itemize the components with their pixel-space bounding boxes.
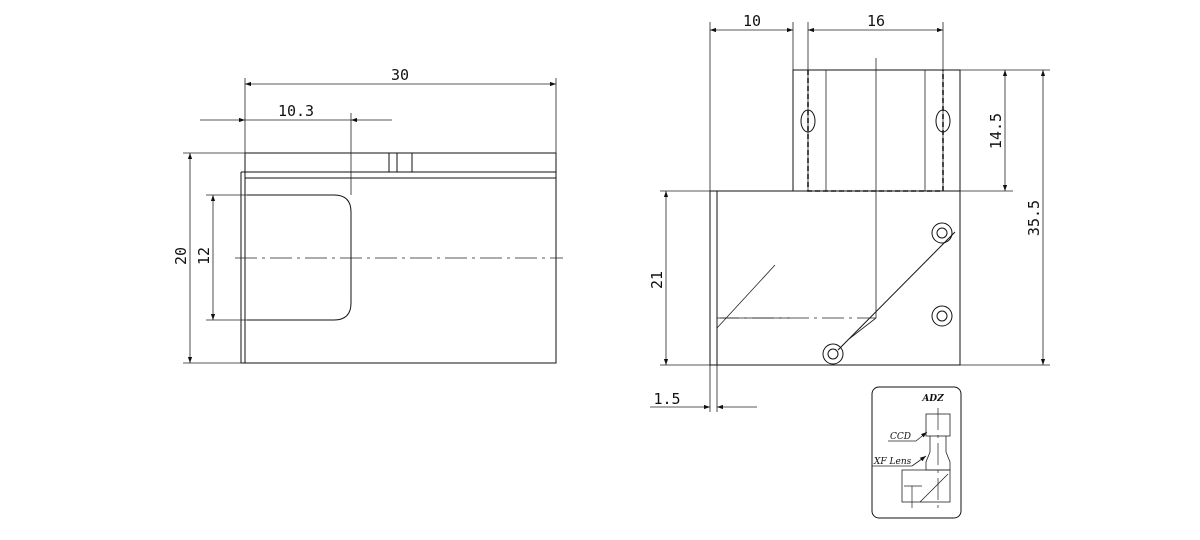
inset-frame xyxy=(871,386,962,519)
lens-label: XF Lens xyxy=(873,457,912,467)
side-view: 30 10.3 20 12 xyxy=(172,66,563,364)
upper-block xyxy=(792,69,961,192)
dim-10-3: 10.3 xyxy=(278,102,314,120)
front-view: 10 16 14.5 35.5 21 1.5 xyxy=(648,12,1050,412)
dim-10: 10 xyxy=(743,12,761,30)
upper-right-slot xyxy=(935,109,951,133)
dim-16: 16 xyxy=(867,12,885,30)
prism-block xyxy=(901,469,951,503)
optical-path-inset: ADZ CCD XF Lens xyxy=(871,386,962,519)
dim-12: 12 xyxy=(195,247,213,265)
prism-face xyxy=(837,231,956,351)
upper-left-slot xyxy=(800,109,816,133)
side-window xyxy=(247,194,352,321)
inset-title: ADZ xyxy=(921,394,944,404)
dim-30: 30 xyxy=(391,66,409,84)
mount-hole-bottom xyxy=(822,343,844,365)
lower-body xyxy=(709,190,961,366)
ccd-label: CCD xyxy=(890,432,911,442)
dim-1-5: 1.5 xyxy=(653,390,680,408)
dim-14-5: 14.5 xyxy=(987,113,1005,149)
mount-hole-top xyxy=(931,222,953,244)
mount-hole-mid xyxy=(931,305,953,327)
dim-20: 20 xyxy=(172,247,190,265)
hidden-edges xyxy=(807,70,944,192)
dim-35-5: 35.5 xyxy=(1025,200,1043,236)
dim-21: 21 xyxy=(648,271,666,289)
